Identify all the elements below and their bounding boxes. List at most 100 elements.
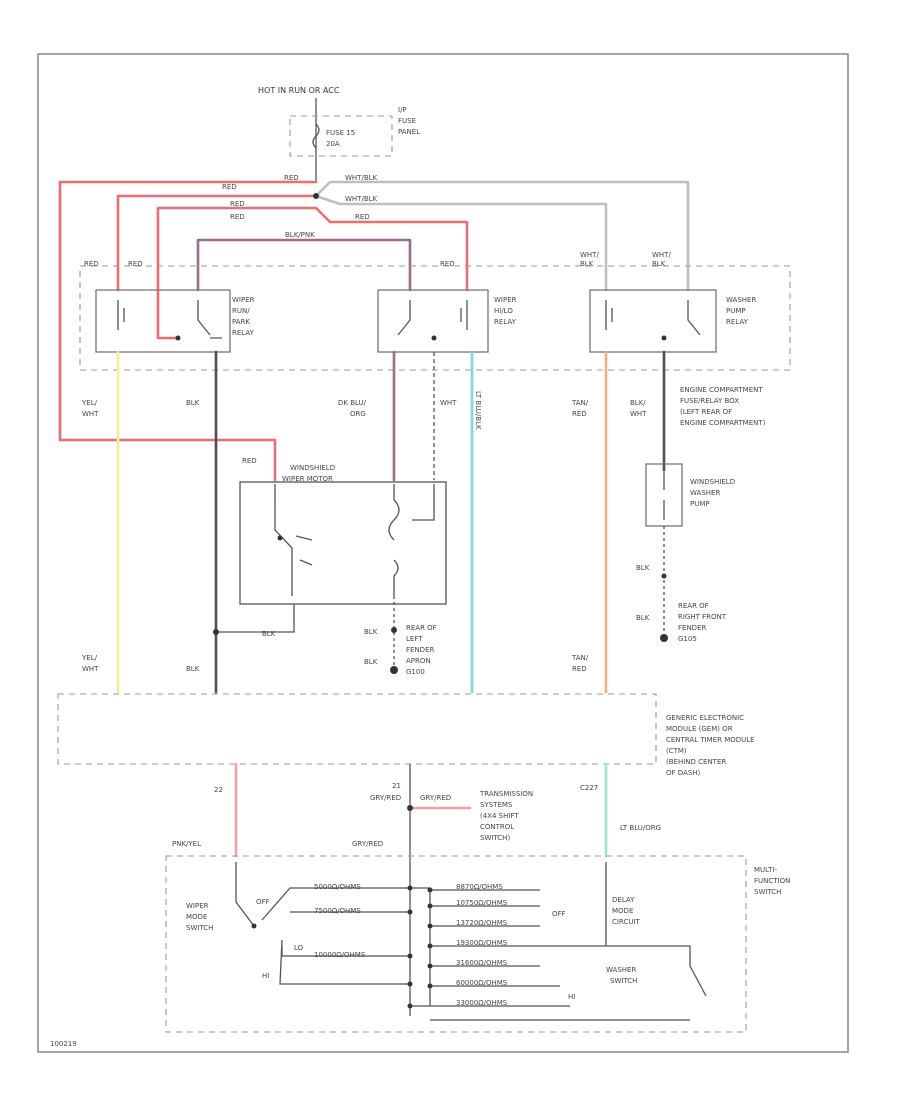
ladder-dot-e — [407, 1003, 413, 1009]
multi-function-label-3: SWITCH — [754, 888, 781, 896]
blk-label-g1: BLK — [364, 628, 378, 636]
delay-mode-label-3: CIRCUIT — [612, 918, 641, 926]
transmission-label-5: SWITCH) — [480, 834, 510, 842]
hilo-relay-label-1: WIPER — [494, 296, 517, 304]
ohm-right-3: 13720Ω/OHMS — [456, 919, 508, 927]
ohm-left-3: 10000Ω/OHMS — [314, 951, 366, 959]
motor-contact-dot — [277, 535, 283, 541]
lt-blu-blk-label: LT BLU/BLK — [474, 391, 482, 430]
ladder-dot-b — [407, 909, 413, 915]
fuse-label-2: 20A — [326, 140, 340, 148]
wiper-motor-outline — [239, 481, 447, 605]
ladder-dot-a — [407, 885, 413, 891]
wht-blk-stack-2b: BLK — [652, 260, 666, 268]
fuse-label-1: FUSE 15 — [326, 129, 355, 137]
transmission-label-3: (4X4 SHIFT — [480, 812, 519, 820]
engine-box-label-1: ENGINE COMPARTMENT — [680, 386, 763, 394]
washer-relay-label-1: WASHER — [726, 296, 756, 304]
wiper-hi-lo-relay — [377, 289, 489, 353]
gry-red-label-1: GRY/RED — [370, 794, 401, 802]
hilo-relay-label-2: HI/LO — [494, 307, 513, 315]
red-label-7: RED — [128, 260, 143, 268]
transmission-label-4: CONTROL — [480, 823, 514, 831]
motor-park-path — [412, 484, 435, 521]
resistor-dots — [407, 885, 433, 1009]
delay-mode-label-2: MODE — [612, 907, 633, 915]
gem-label-6: OF DASH) — [666, 769, 701, 777]
ground-right-label-4: G105 — [678, 635, 697, 643]
ground-left-label-2: LEFT — [406, 635, 423, 643]
tan-red-label-2a: TAN/ — [571, 654, 589, 662]
ladder-dot-i — [427, 943, 433, 949]
dk-blu-org-label-2: ORG — [350, 410, 366, 418]
ohm-right-6: 60000Ω/OHMS — [456, 979, 508, 987]
blk-wht-label-2: WHT — [630, 410, 647, 418]
ground-right-label-1: REAR OF — [678, 602, 709, 610]
gry-red-label-2: GRY/RED — [420, 794, 451, 802]
washer-switch-label-1: WASHER — [606, 966, 636, 974]
wiper-run-park-relay — [95, 289, 231, 353]
diagram-border — [37, 53, 849, 1053]
blk-label-g3: BLK — [636, 564, 650, 572]
ohm-right-7: 33000Ω/OHMS — [456, 999, 508, 1007]
wiper-mode-pivot — [251, 923, 257, 929]
pin-22-label: 22 — [214, 786, 223, 794]
on-label: HI — [568, 993, 575, 1001]
delay-mode-circuit-wiring — [430, 862, 707, 1021]
red-label-5: RED — [355, 213, 370, 221]
pin-21-label: 21 — [392, 782, 401, 790]
ladder-dot-d — [407, 981, 413, 987]
gry-red-splice — [407, 805, 413, 811]
off-label: OFF — [256, 898, 270, 906]
ohm-right-2: 10750Ω/OHMS — [456, 899, 508, 907]
wht-blk-label-2: WHT/BLK — [345, 195, 378, 203]
wiper-mode-switch-contacts — [235, 862, 410, 985]
ladder-dot-f — [427, 887, 433, 893]
blk-wht-label-1: BLK/ — [630, 399, 646, 407]
ohm-left-2: 7500Ω/OHMS — [314, 907, 361, 915]
yel-wht-label-1a: YEL/ — [81, 399, 98, 407]
red-wire-to-wiper-motor — [58, 180, 318, 482]
ground-left-label-1: REAR OF — [406, 624, 437, 632]
yel-wht-label-1b: WHT — [82, 410, 99, 418]
washer-relay-label-3: RELAY — [726, 318, 749, 326]
fuse-panel-label-2: FUSE — [398, 117, 416, 125]
washer-ground-splice — [661, 573, 667, 579]
wht-blk-wire-a — [314, 180, 690, 292]
gem-label-4: (CTM) — [666, 747, 687, 755]
ground-left-label-4: APRON — [406, 657, 431, 665]
wht-blk-label-1: WHT/BLK — [345, 174, 378, 182]
gem-label-3: CENTRAL TIMER MODULE — [666, 736, 755, 744]
red-label-1: RED — [284, 174, 299, 182]
engine-box-label-3: (LEFT REAR OF — [680, 408, 732, 416]
park-relay-label-4: RELAY — [232, 329, 255, 337]
wiper-mode-label-1: WIPER — [186, 902, 209, 910]
power-source-label: HOT IN RUN OR ACC — [258, 86, 340, 95]
wiper-mode-label-2: MODE — [186, 913, 207, 921]
fuse-panel-label-1: I/P — [398, 106, 407, 114]
red-wire-to-hilo-relay — [314, 206, 469, 292]
ladder-dot-j — [427, 963, 433, 969]
red-label-4: RED — [230, 213, 245, 221]
ohm-right-1: 8870Ω/OHMS — [456, 883, 503, 891]
gry-red-label-3: GRY/RED — [352, 840, 383, 848]
gem-label-1: GENERIC ELECTRONIC — [666, 714, 744, 722]
washer-switch-label-2: SWITCH — [610, 977, 637, 985]
engine-compartment-box-outline — [79, 265, 791, 371]
ohm-left-1: 5000Ω/OHMS — [314, 883, 361, 891]
washer-relay-contacts — [605, 300, 701, 336]
washer-relay-label-2: PUMP — [726, 307, 746, 315]
red-label-6: RED — [84, 260, 99, 268]
ground-right-label-3: FENDER — [678, 624, 706, 632]
wht-blk-stack-2a: WHT/ — [652, 251, 671, 259]
park-relay-label-2: RUN/ — [232, 307, 250, 315]
fuse-panel-label-3: PANEL — [398, 128, 420, 136]
yel-wht-label-2b: WHT — [82, 665, 99, 673]
fuse-symbol — [312, 123, 320, 149]
hilo-relay-contacts — [397, 300, 468, 336]
red-wire-to-park-relay-b — [156, 206, 318, 340]
transmission-label-2: SYSTEMS — [480, 801, 513, 809]
hi-label: HI — [262, 972, 269, 980]
wht-label: WHT — [440, 399, 457, 407]
